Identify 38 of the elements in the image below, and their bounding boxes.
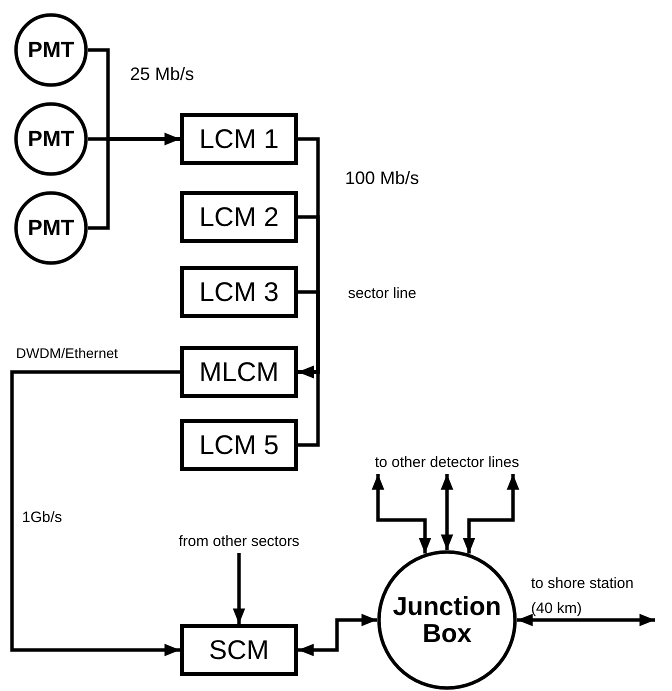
- node-label: LCM 3: [199, 278, 279, 306]
- node-label: PMT: [28, 127, 74, 151]
- module-box: [180, 346, 298, 398]
- module-box: [180, 419, 298, 471]
- node-label: LCM 5: [199, 430, 279, 460]
- text-label: sector line: [348, 285, 416, 302]
- arrow: [298, 366, 320, 447]
- text-label: 1Gb/s: [22, 509, 62, 526]
- module-box: [180, 191, 298, 243]
- node-label: LCM 1: [199, 124, 279, 154]
- node-label: SCM: [209, 636, 269, 664]
- arrow: [440, 474, 454, 550]
- node-label: MLCM: [199, 358, 279, 386]
- arrow: [298, 614, 377, 656]
- module-box: [180, 113, 298, 165]
- circle-node: [14, 102, 88, 176]
- arrow: [88, 132, 180, 230]
- circle-node: [14, 191, 88, 265]
- arrow: [462, 474, 520, 554]
- node-label: LCM 2: [199, 202, 279, 232]
- text-label: from other sectors: [178, 534, 300, 550]
- text-label: 100 Mb/s: [345, 168, 420, 189]
- node-label: Junction Box: [392, 592, 502, 648]
- arrow: [517, 614, 655, 626]
- module-box: [180, 624, 298, 676]
- module-box: [180, 266, 298, 318]
- text-label: to shore station: [531, 575, 634, 592]
- text-label: (40 km): [531, 600, 582, 617]
- text-label: DWDM/Ethernet: [16, 345, 118, 361]
- text-label: 25 Mb/s: [130, 64, 194, 85]
- arrow: [10, 370, 180, 656]
- node-label: PMT: [28, 216, 74, 240]
- circle-node: [377, 550, 517, 690]
- node-label: PMT: [28, 38, 74, 62]
- circle-node: [14, 13, 88, 87]
- arrow: [232, 553, 246, 624]
- text-label: to other detector lines: [374, 455, 520, 471]
- arrow: [372, 474, 432, 554]
